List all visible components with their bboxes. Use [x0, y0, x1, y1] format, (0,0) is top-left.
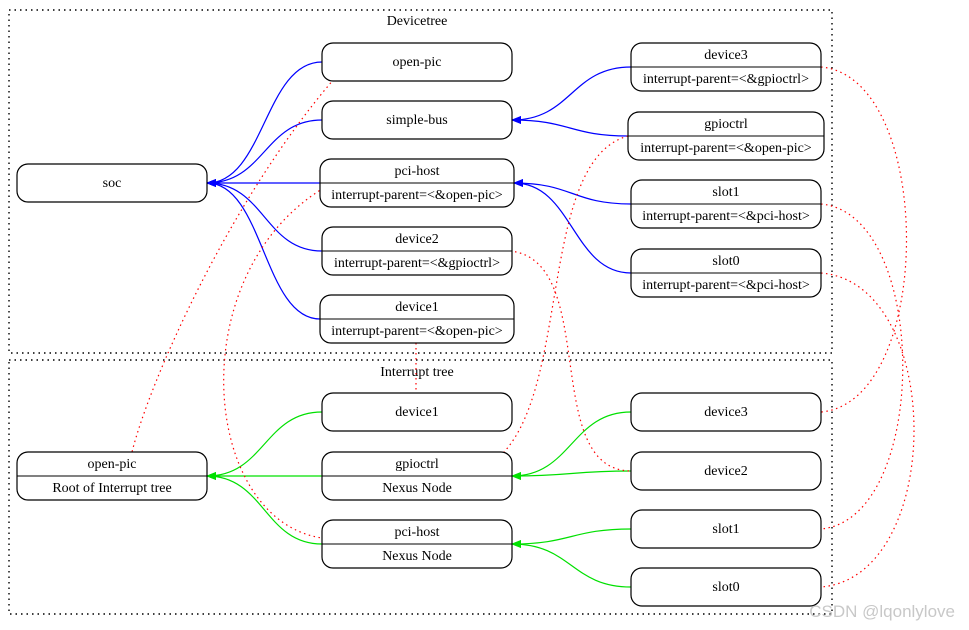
node-subtitle: interrupt-parent=<&open-pic> [640, 141, 812, 156]
node-title: slot0 [712, 254, 739, 269]
node-subtitle: interrupt-parent=<&gpioctrl> [643, 72, 809, 87]
mapping-dt-device2-to-it-device2 [509, 250, 632, 472]
edge-dt-device2-to-dt-soc [206, 179, 323, 252]
node-title: pci-host [394, 525, 439, 540]
mapping-dt-slot1-to-it-slot1 [820, 203, 904, 530]
node-dt-gpioctrl: gpioctrl interrupt-parent=<&open-pic> [627, 111, 825, 161]
node-title: device1 [395, 405, 439, 420]
mapping-dt-gpioctrl-to-it-gpioctrl [503, 135, 629, 453]
node-box [16, 163, 208, 203]
edges-layer [131, 61, 915, 588]
node-title: gpioctrl [704, 117, 748, 132]
node-box [321, 392, 513, 432]
node-title: gpioctrl [395, 457, 439, 472]
node-it-device3: device3 [630, 392, 822, 432]
cluster-devicetree: Devicetree [8, 9, 833, 354]
node-title: pci-host [394, 164, 439, 179]
edge-it-device3-to-it-gpioctrl [511, 411, 632, 480]
node-dt-slot0: slot0 interrupt-parent=<&pci-host> [630, 248, 822, 298]
node-it-slot0: slot0 [630, 567, 822, 607]
node-it-device2: device2 [630, 451, 822, 491]
watermark: CSDN @lqonlylove [809, 602, 955, 621]
node-dt-openpic: open-pic [321, 42, 513, 82]
node-box [630, 451, 822, 491]
node-title: slot1 [712, 185, 739, 200]
node-title: slot0 [712, 580, 739, 595]
node-subtitle: Root of Interrupt tree [52, 481, 171, 496]
edge-it-slot0-to-it-pcihost [511, 540, 632, 588]
edge-dt-simplebus-to-dt-soc [206, 119, 323, 187]
node-box [630, 509, 822, 549]
node-box [630, 567, 822, 607]
node-subtitle: interrupt-parent=<&open-pic> [331, 188, 503, 203]
nodes-layer: soc open-pic simple-bus pci-host interrupt-p… [16, 42, 825, 607]
node-title: slot1 [712, 522, 739, 537]
node-dt-device1: device1 interrupt-parent=<&open-pic> [319, 294, 515, 344]
edge-dt-slot0-to-dt-pcihost [513, 179, 632, 274]
node-title: open-pic [88, 457, 137, 472]
node-title: device2 [395, 232, 439, 247]
node-subtitle: interrupt-parent=<&pci-host> [642, 209, 810, 224]
node-subtitle: interrupt-parent=<&pci-host> [642, 278, 810, 293]
edge-dt-openpic-to-dt-soc [206, 61, 323, 187]
node-subtitle: interrupt-parent=<&gpioctrl> [334, 256, 500, 271]
node-title: simple-bus [386, 113, 447, 128]
node-title: open-pic [393, 55, 442, 70]
edge-dt-gpioctrl-to-dt-simplebus [511, 116, 629, 137]
node-title: device2 [704, 464, 748, 479]
edge-it-pcihost-to-it-openpic [206, 472, 323, 545]
node-dt-simplebus: simple-bus [321, 100, 513, 140]
edge-it-device1-to-it-openpic [206, 411, 323, 480]
cluster-interrupt-tree-label: Interrupt tree [380, 365, 453, 380]
cluster-interrupt-tree: Interrupt tree [8, 359, 833, 615]
mapping-dt-device3-to-it-device3 [820, 66, 908, 413]
node-box [630, 392, 822, 432]
node-title: device3 [704, 48, 748, 63]
edge-it-slot1-to-it-pcihost [511, 528, 632, 548]
node-box [321, 42, 513, 82]
edge-dt-device1-to-dt-soc [206, 179, 321, 320]
node-box [321, 100, 513, 140]
node-subtitle: Nexus Node [382, 549, 452, 564]
node-title: soc [103, 176, 122, 191]
edge-it-device2-to-it-gpioctrl [511, 470, 632, 480]
node-subtitle: Nexus Node [382, 481, 452, 496]
node-it-device1: device1 [321, 392, 513, 432]
edge-dt-device3-to-dt-simplebus [511, 66, 632, 124]
node-title: device3 [704, 405, 748, 420]
cluster-devicetree-label: Devicetree [387, 14, 448, 29]
node-dt-device3: device3 interrupt-parent=<&gpioctrl> [630, 42, 822, 92]
mapping-dt-openpic-to-it-openpic [131, 78, 335, 453]
node-title: device1 [395, 300, 439, 315]
node-dt-pcihost: pci-host interrupt-parent=<&open-pic> [319, 158, 515, 208]
node-dt-soc: soc [16, 163, 208, 203]
node-dt-slot1: slot1 interrupt-parent=<&pci-host> [630, 179, 822, 229]
node-dt-device2: device2 interrupt-parent=<&gpioctrl> [321, 226, 513, 276]
node-subtitle: interrupt-parent=<&open-pic> [331, 324, 503, 339]
node-it-slot1: slot1 [630, 509, 822, 549]
edge-dt-slot1-to-dt-pcihost [513, 179, 632, 205]
